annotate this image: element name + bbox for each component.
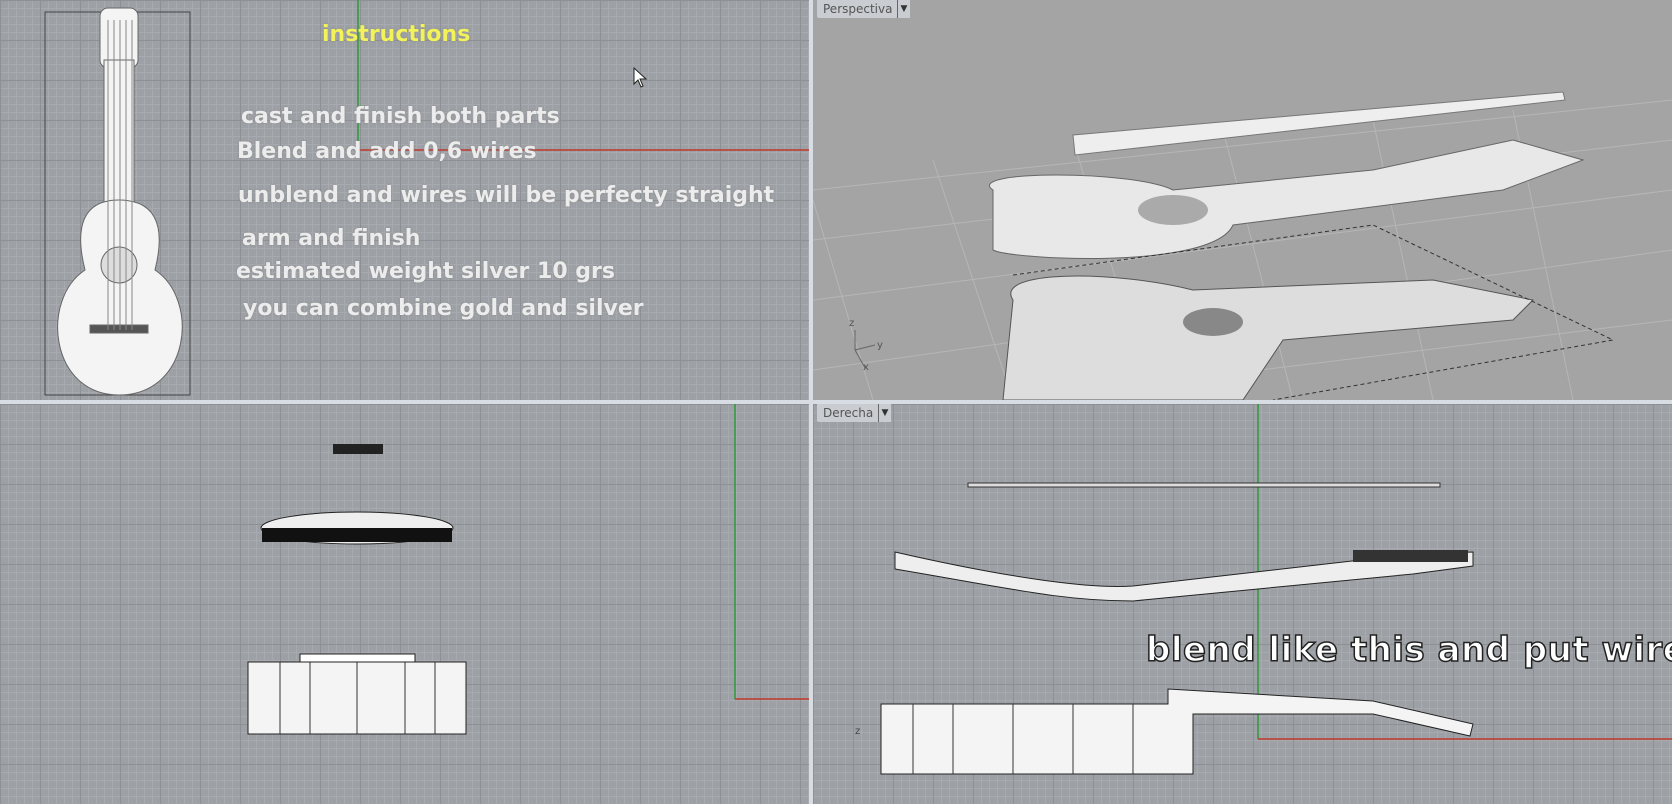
caption-text: blend like this and put wires [1145,629,1672,671]
instruction-line: estimated weight silver 10 grs [236,259,615,284]
viewport-tab-perspectiva[interactable]: Perspectiva [817,0,899,18]
instruction-line: you can combine gold and silver [243,296,644,321]
viewport-tab-derecha[interactable]: Derecha [817,404,880,422]
axis-gizmo [854,330,876,369]
axis-z-label: z [855,726,861,737]
instruction-line: arm and finish [242,226,421,251]
perspective-viewport[interactable]: z y x Perspectiva ▼ [813,0,1672,400]
front-view-geometry [247,404,809,735]
axis-x-label: x [863,362,869,373]
right-view-geometry [880,404,1672,775]
guitar-back-part [1002,275,1535,400]
mouse-cursor-icon [633,66,648,88]
viewport-menu-arrow-icon[interactable]: ▼ [878,404,891,422]
instruction-line: cast and finish both parts [241,104,560,129]
top-viewport[interactable]: instructions cast and finish both parts … [0,0,809,400]
guitar-neck-part [894,551,1474,602]
axis-z-label: z [849,318,855,329]
axis-y-label: y [877,340,883,351]
guitar-model-top [57,7,183,396]
instruction-line: unblend and wires will be perfecty strai… [238,183,775,208]
right-viewport[interactable]: z blend like this and put wires Derecha … [813,404,1672,804]
viewport-menu-arrow-icon[interactable]: ▼ [897,0,910,18]
instructions-title: instructions [322,22,471,47]
instruction-line: Blend and add 0,6 wires [237,139,537,164]
guitar-side-part [880,688,1474,775]
top-view-geometry [44,0,809,396]
guitar-body-part [989,139,1585,260]
front-viewport[interactable] [0,404,809,804]
perspective-geometry [813,91,1672,400]
